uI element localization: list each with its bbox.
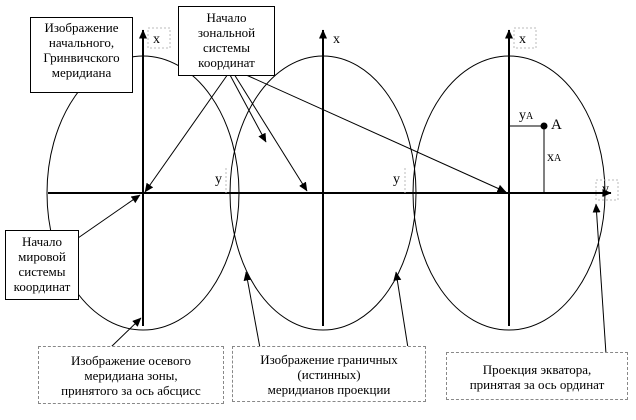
world-origin-arrow <box>77 194 141 239</box>
point-a-y-subscript: A <box>526 111 534 122</box>
callout-zone-origin: Начало зональной системы координат <box>178 6 275 76</box>
boundary-arrow-2 <box>393 271 409 349</box>
callout-zone-origin-line-2: зональной <box>197 25 256 40</box>
point-a-x-subscript: A <box>554 153 562 164</box>
callout-equator-projection-line-1: Проекция экватора, <box>482 362 592 377</box>
point-a-x-label: xA <box>547 151 561 166</box>
callout-axial-meridian-line-1: Изображение осевого <box>71 353 191 368</box>
callout-initial-meridian-line-4: меридиана <box>51 65 112 80</box>
x-axis-label-1: x <box>153 32 160 47</box>
callout-equator-projection-line-2: принятая за ось ординат <box>469 377 605 392</box>
callout-axial-meridian-line-2: меридиана зоны, <box>84 368 178 383</box>
callout-world-origin-line-2: мировой <box>18 249 66 264</box>
x-axis-label-3: x <box>519 32 526 47</box>
point-a-y-label: yA <box>519 109 533 124</box>
point-a-y-letter: y <box>519 108 526 123</box>
callout-boundary-meridians-line-2: (истинных) <box>297 367 361 382</box>
point-a-marker <box>540 122 548 130</box>
y-label-frame-3 <box>595 179 619 201</box>
callout-world-origin-line-4: координат <box>13 279 71 294</box>
boundary-arrow-1 <box>243 271 261 349</box>
callout-initial-meridian: Изображение начального, Гринвичского мер… <box>30 17 133 93</box>
y-axis-label-2: y <box>393 172 400 187</box>
callout-initial-meridian-line-3: Гринвичского <box>43 50 120 65</box>
callout-equator-projection: Проекция экватора, принятая за ось ордин… <box>446 352 628 400</box>
zone-origin-arrow-3 <box>243 73 507 193</box>
callout-initial-meridian-line-1: Изображение <box>44 20 119 35</box>
callout-axial-meridian-line-3: принятого за ось абсцисс <box>61 383 201 398</box>
callout-world-origin-line-3: системы <box>18 264 66 279</box>
callout-initial-meridian-line-2: начального, <box>48 35 115 50</box>
y-axis-label-3: y <box>602 182 609 197</box>
zone-origin-arrow-2 <box>233 73 308 192</box>
callout-boundary-meridians-line-1: Изображение граничных <box>260 352 398 367</box>
zone-origin-arrow-4 <box>229 74 267 143</box>
point-a-x-letter: x <box>547 150 554 165</box>
y-axis-label-1: y <box>215 172 222 187</box>
callout-zone-origin-line-3: системы <box>203 40 250 55</box>
zone-origin-arrow-1 <box>144 73 229 193</box>
callout-world-origin: Начало мировой системы координат <box>5 230 79 300</box>
axial-meridian-arrow <box>109 317 142 349</box>
equator-arrow <box>592 203 607 355</box>
callout-world-origin-line-1: Начало <box>21 234 63 249</box>
x-axis-label-2: x <box>333 32 340 47</box>
callout-boundary-meridians: Изображение граничных (истинных) меридиа… <box>232 346 426 402</box>
callout-axial-meridian: Изображение осевого меридиана зоны, прин… <box>38 346 224 404</box>
callout-zone-origin-line-4: координат <box>198 55 255 70</box>
callout-boundary-meridians-line-3: меридианов проекции <box>267 382 391 397</box>
callout-zone-origin-line-1: Начало <box>206 10 247 25</box>
point-a-label: A <box>551 117 562 133</box>
x-label-frame-3 <box>513 27 537 49</box>
x-label-frame-1 <box>147 27 171 49</box>
